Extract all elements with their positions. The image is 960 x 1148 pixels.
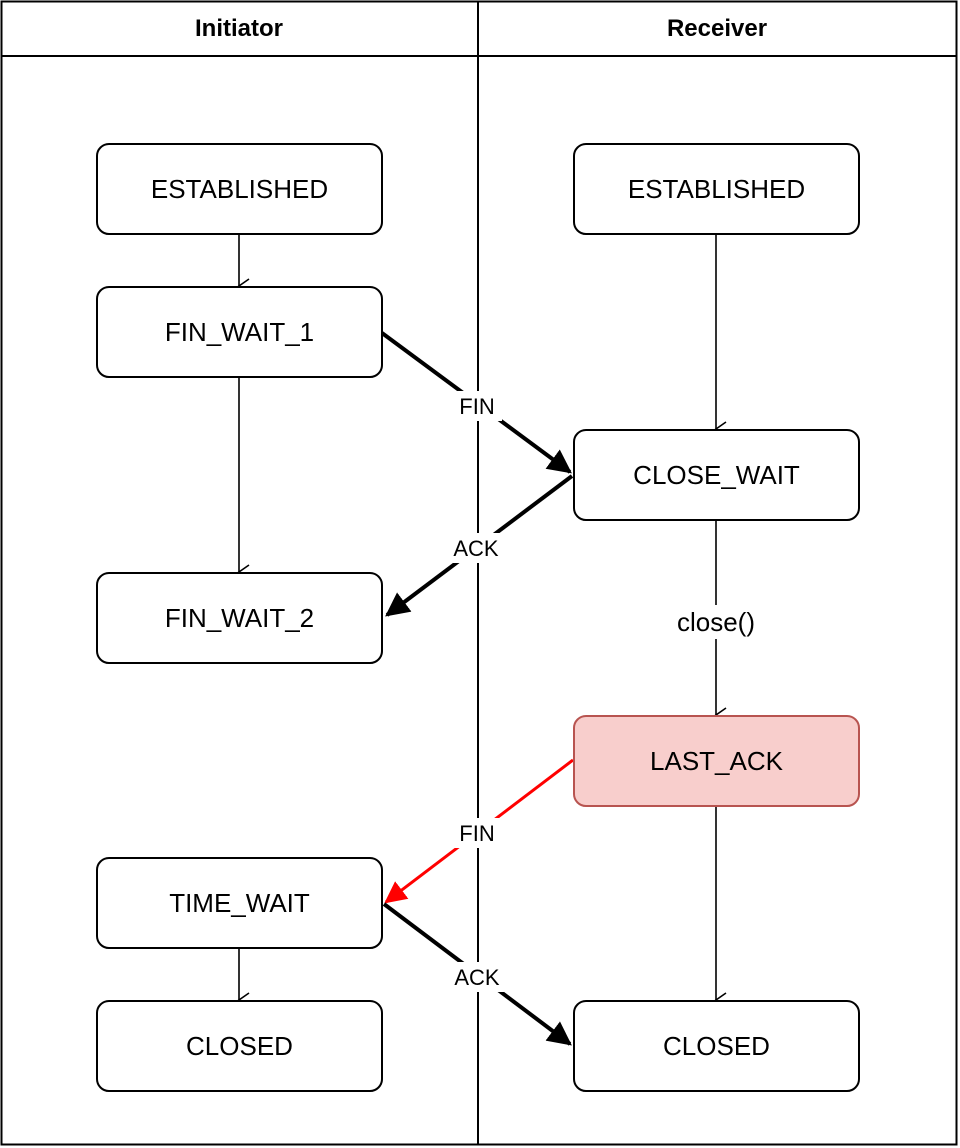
state-box (96, 286, 383, 378)
state-initiator-closed: CLOSED (96, 1000, 383, 1092)
label-bg-fin-2 (452, 818, 502, 848)
state-label: CLOSED (663, 1031, 770, 1061)
state-box (96, 572, 383, 664)
state-receiver-established: ESTABLISHED (573, 143, 860, 235)
state-receiver-close-wait: CLOSE_WAIT (573, 429, 860, 521)
state-box (573, 1000, 860, 1092)
state-initiator-established: ESTABLISHED (96, 143, 383, 235)
receiver-states: ESTABLISHED CLOSE_WAIT LAST_ACK CLOSED (573, 143, 860, 1092)
state-label: CLOSE_WAIT (633, 460, 800, 490)
state-label: CLOSED (186, 1031, 293, 1061)
state-label: ESTABLISHED (628, 174, 805, 204)
state-initiator-fin-wait-1: FIN_WAIT_1 (96, 286, 383, 378)
edge-labels: FIN ACK close() FIN ACK (444, 391, 768, 992)
state-box (96, 143, 383, 235)
state-label: FIN_WAIT_1 (165, 317, 314, 347)
label-close-call: close() (677, 607, 755, 637)
label-bg-close-call (664, 605, 768, 639)
state-box-highlighted (573, 715, 860, 807)
state-box (573, 143, 860, 235)
label-bg-fin-1 (452, 391, 502, 421)
state-receiver-closed: CLOSED (573, 1000, 860, 1092)
label-ack-1: ACK (453, 536, 499, 561)
label-ack-2: ACK (454, 965, 500, 990)
initiator-states: ESTABLISHED FIN_WAIT_1 FIN_WAIT_2 TIME_W… (96, 143, 383, 1092)
label-bg-ack-2 (446, 962, 508, 992)
label-fin-2: FIN (459, 821, 494, 846)
state-box (96, 1000, 383, 1092)
lane-title-initiator: Initiator (195, 15, 283, 42)
lane-title-receiver: Receiver (667, 15, 767, 42)
state-initiator-time-wait: TIME_WAIT (96, 857, 383, 949)
state-label: ESTABLISHED (151, 174, 328, 204)
state-initiator-fin-wait-2: FIN_WAIT_2 (96, 572, 383, 664)
label-fin-1: FIN (459, 394, 494, 419)
state-label: LAST_ACK (650, 746, 784, 776)
label-bg-ack-1 (444, 533, 508, 563)
state-label: TIME_WAIT (169, 888, 310, 918)
state-label: FIN_WAIT_2 (165, 603, 314, 633)
state-box (96, 857, 383, 949)
state-receiver-last-ack: LAST_ACK (573, 715, 860, 807)
state-box (573, 429, 860, 521)
